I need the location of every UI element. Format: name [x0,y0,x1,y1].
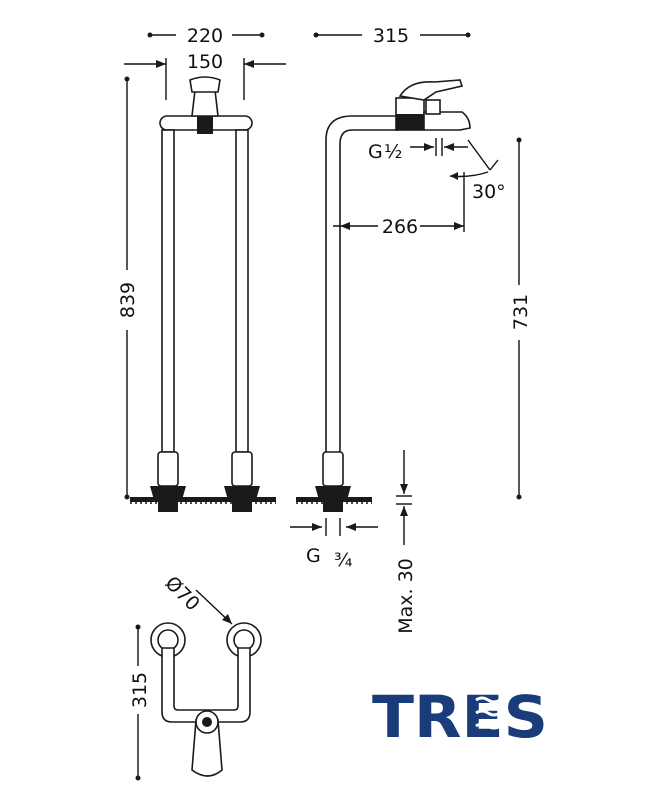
dim-g12-fraction: ½ [384,141,402,163]
side-foot [322,451,344,487]
side-floor [296,497,372,502]
dim-30deg: 30° [449,139,506,203]
dim-30deg-label: 30° [472,181,506,203]
dim-dia70: Ø70 [161,572,233,625]
front-mixer-body [191,89,219,117]
dim-315-plan-label: 315 [129,672,151,708]
front-spout-outlet [197,116,213,134]
side-diverter [425,99,441,115]
side-spout [423,111,471,131]
dim-220-label: 220 [187,25,223,47]
front-mixer-lever [189,76,221,93]
front-leg-right [235,129,249,453]
side-view: 315 G ½ 30° [290,25,532,634]
dim-266-label: 266 [382,216,418,238]
dim-150: 150 [124,51,286,100]
front-view: 220 150 839 [117,25,286,512]
dim-g12: G ½ [368,138,468,163]
plan-view: Ø70 315 [129,572,262,781]
dim-g12-letter: G [368,141,383,163]
front-base-right [224,486,260,500]
dim-max30: Max. 30 [395,450,417,634]
side-riser [325,115,399,471]
tres-logo-text: TRES [372,683,548,751]
front-foot-left [157,451,179,487]
dim-g34-fraction: ¾ [334,549,352,571]
dim-839-label: 839 [117,282,139,318]
dim-315-plan: 315 [129,624,151,781]
dim-150-label: 150 [187,51,223,73]
tres-logo: TRES [372,683,548,751]
plan-u-pipe [161,647,251,723]
dim-g34: G ¾ [290,518,378,571]
dim-dia70-label: Ø70 [161,572,204,615]
dim-839: 839 [117,76,139,500]
front-floor [130,497,276,502]
dim-315-side-label: 315 [373,25,409,47]
dim-266: 266 [333,172,465,238]
dim-315-side: 315 [313,25,471,47]
dim-g34-letter: G [306,545,321,567]
front-leg-left [161,129,175,453]
plan-handle [191,719,223,777]
dim-220: 220 [147,25,265,47]
front-foot-right [231,451,253,487]
dim-max30-label: Max. 30 [395,558,417,634]
side-base [315,486,351,500]
dim-731-label: 731 [510,294,532,330]
front-base-left [150,486,186,500]
dim-731: 731 [510,137,532,500]
side-mixer-lever [398,79,464,101]
